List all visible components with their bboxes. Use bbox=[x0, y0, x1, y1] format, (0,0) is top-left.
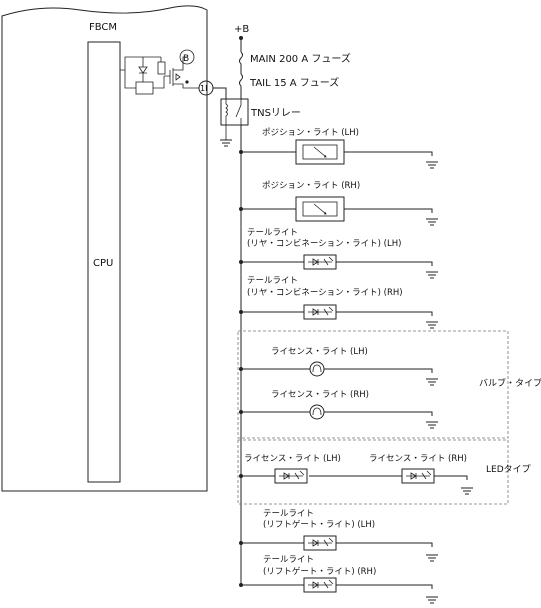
supply-label: +B bbox=[234, 24, 249, 35]
b-marker: B bbox=[183, 54, 189, 64]
led-lamp-symbol bbox=[303, 254, 337, 270]
tail-fuse-label: TAIL 15 A フューズ bbox=[249, 76, 339, 89]
bulb-symbol bbox=[309, 361, 325, 377]
load-branch-liftgate: テールライト(リフトゲート・ライト) (LH) bbox=[239, 509, 438, 562]
tail-fuse bbox=[239, 73, 243, 99]
cpu-block bbox=[87, 41, 121, 483]
bulb-type-group bbox=[237, 330, 509, 439]
load-label-sub: (リヤ・コンビネーション・ライト) (LH) bbox=[247, 239, 401, 249]
load-branch-liftgate: テールライト(リフトゲート・ライト) (RH) bbox=[239, 555, 438, 604]
load-label: ライセンス・ライト (LH) bbox=[244, 454, 341, 464]
load-branch: ポジション・ライト (RH) bbox=[239, 181, 438, 226]
load-branch: テールライト (リヤ・コンビネーション・ライト) (RH) bbox=[239, 276, 438, 329]
position-light-symbol bbox=[295, 196, 345, 222]
led-lamp-symbol-lh bbox=[274, 468, 308, 484]
fbcm-label: FBCM bbox=[89, 22, 117, 33]
load-label-sub: (リヤ・コンビネーション・ライト) (RH) bbox=[247, 288, 403, 298]
cpu-label: CPU bbox=[93, 258, 113, 269]
load-label: テールライト bbox=[247, 276, 298, 286]
load-branch: ライセンス・ライト (LH) bbox=[239, 347, 438, 386]
fbcm-box bbox=[1, 5, 208, 492]
led-type-group bbox=[237, 439, 509, 505]
tns-relay bbox=[220, 98, 249, 126]
led-lamp-symbol-rh bbox=[401, 468, 435, 484]
load-label: テールライト bbox=[263, 555, 314, 565]
main-fuse bbox=[239, 51, 243, 74]
bulb-symbol bbox=[309, 404, 325, 420]
load-label: テールライト bbox=[247, 228, 298, 238]
load-label: ライセンス・ライト (RH) bbox=[271, 390, 369, 400]
bulb-type-label: バルブ・タイプ bbox=[479, 377, 541, 389]
load-label-sub: (リフトゲート・ライト) (RH) bbox=[263, 566, 376, 577]
load-label: ポジション・ライト (LH) bbox=[262, 128, 359, 138]
connector-1i-label: 1I bbox=[200, 84, 207, 93]
led-lamp-symbol bbox=[303, 304, 337, 320]
led-lamp-symbol bbox=[303, 577, 337, 593]
position-light-symbol bbox=[295, 139, 345, 165]
led-type-label: LEDタイプ bbox=[486, 464, 531, 475]
load-branch: テールライト(リヤ・コンビネーション・ライト) (LH) bbox=[239, 228, 438, 279]
tns-relay-label: TNSリレー bbox=[250, 108, 301, 119]
output-driver-circuit: B bbox=[120, 49, 199, 95]
load-branch: ポジション・ライト (LH) bbox=[239, 128, 438, 169]
led-lamp-symbol bbox=[303, 535, 337, 551]
load-branches: ポジション・ライト (LH)ポジション・ライト (RH)テールライト(リヤ・コン… bbox=[239, 128, 473, 604]
main-fuse-label: MAIN 200 A フューズ bbox=[250, 52, 351, 65]
load-branch: ライセンス・ライト (RH) bbox=[239, 390, 438, 429]
load-label: テールライト bbox=[263, 509, 314, 519]
load-label: ポジション・ライト (RH) bbox=[262, 181, 360, 191]
load-branch-license-led: ライセンス・ライト (LH) ライセンス・ライト (RH) bbox=[239, 454, 473, 495]
load-label-sub: (リフトゲート・ライト) (LH) bbox=[263, 519, 375, 530]
load-label: ライセンス・ライト (LH) bbox=[271, 347, 368, 357]
load-label: ライセンス・ライト (RH) bbox=[369, 454, 467, 464]
